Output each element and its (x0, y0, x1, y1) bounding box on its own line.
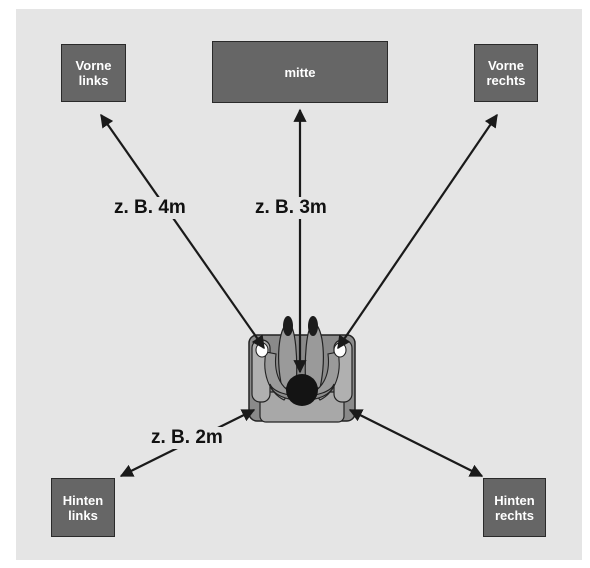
speaker-rear-right-label-1: Hinten (494, 492, 535, 508)
distance-label-front: z. B. 4m (111, 197, 189, 219)
speaker-rear-left: Hinten links (51, 478, 115, 537)
distance-label-center: z. B. 3m (252, 197, 330, 219)
speaker-front-right-label-2: rechts (486, 73, 526, 88)
speaker-front-left-label-1: Vorne (75, 58, 112, 73)
speaker-rear-left-label-1: Hinten (62, 492, 104, 508)
speaker-rear-left-label-2: links (68, 507, 98, 523)
speaker-center: mitte (212, 41, 388, 103)
distance-label-rear: z. B. 2m (148, 427, 226, 449)
arrow-front-right (337, 113, 498, 350)
speaker-rear-right: Hinten rechts (483, 478, 546, 537)
speaker-rear-right-label-2: rechts (494, 507, 534, 523)
speaker-front-right-label-1: Vorne (488, 58, 524, 73)
speaker-front-left: Vorne links (61, 44, 126, 102)
speaker-front-left-label-2: links (78, 73, 109, 88)
arrow-rear-right (348, 409, 484, 477)
arrow-front-left (100, 113, 265, 350)
speaker-center-label: mitte (284, 64, 316, 80)
speaker-front-right: Vorne rechts (474, 44, 538, 102)
